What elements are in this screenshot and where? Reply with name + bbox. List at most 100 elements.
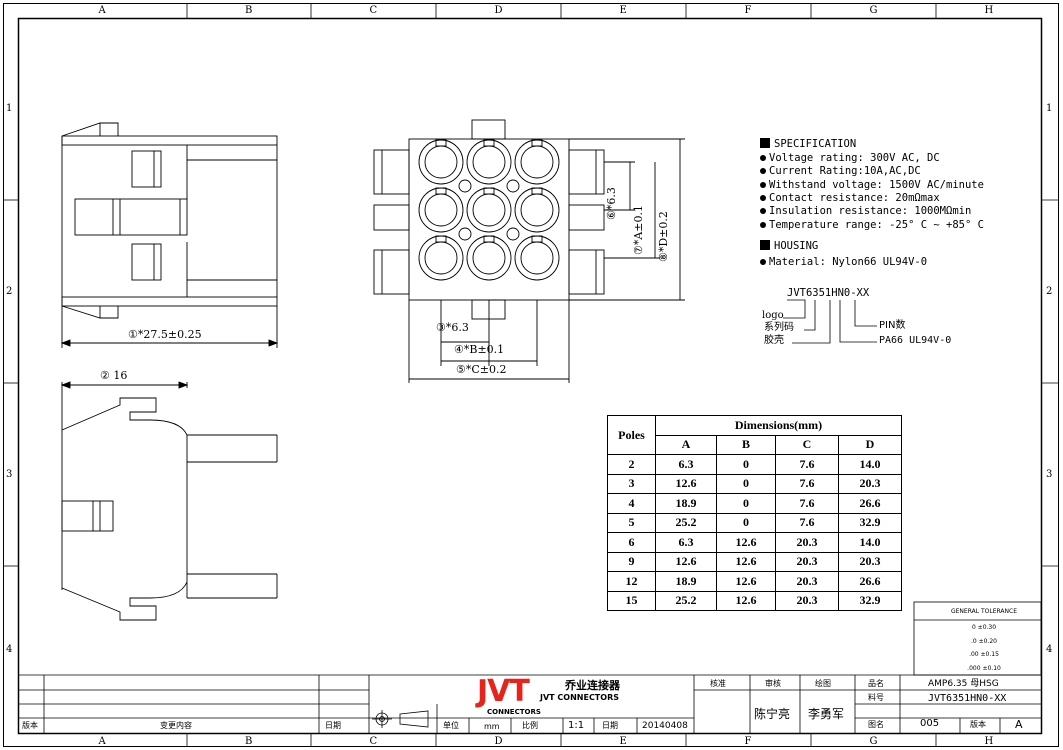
table-cell: 14.0 (838, 454, 902, 475)
part-code-pin: PIN数 (879, 320, 906, 331)
table-cell: 2 (607, 454, 656, 475)
part-code-series: 系列码 (764, 322, 794, 333)
contact-hole (520, 241, 554, 275)
spec-line-text: Current Rating:10A,AC,DC (769, 165, 921, 178)
bullet-icon (760, 168, 766, 175)
contact-hole (514, 139, 560, 185)
housing-title: HOUSING (760, 240, 818, 252)
spec-line-text: Withstand voltage: 1500V AC/minute (769, 178, 984, 191)
housing-box-icon (760, 240, 770, 250)
dim-2-label: ② 16 (100, 369, 128, 382)
contact-hole (520, 193, 554, 227)
table-cell: 20.3 (838, 551, 902, 572)
dims-col-header: D (838, 434, 902, 455)
table-cell: 25.2 (655, 512, 717, 533)
table-cell: 6.3 (655, 454, 717, 475)
dims-header: Dimensions(mm) (655, 415, 902, 436)
front-view (60, 122, 279, 348)
grid-col-D-bot: D (494, 736, 503, 747)
contact-hole (514, 235, 560, 281)
spec-line: Voltage rating: 300V AC, DC (760, 153, 940, 164)
tb-checker: 陈宁亮 (754, 707, 791, 721)
grid-col-H-top: H (984, 5, 994, 16)
table-cell: 7.6 (775, 473, 839, 494)
spec-line-text: Insulation resistance: 1000MΩmin (769, 205, 972, 218)
contact-key (483, 235, 495, 243)
table-cell: 18.9 (655, 571, 717, 592)
contact-hole (520, 145, 554, 179)
tb-unit-value: mm (484, 722, 500, 731)
spec-line-text: Voltage rating: 300V AC, DC (769, 152, 940, 164)
contact-key (435, 139, 447, 147)
bullet-icon (760, 208, 766, 215)
side-view (60, 381, 278, 621)
tb-version-value: A (1015, 718, 1023, 731)
dim-5-label: ⑤*C±0.2 (456, 363, 507, 376)
housing-material: Material: Nylon66 UL94V-0 (760, 257, 927, 268)
tb-date2-label: 日期 (602, 721, 618, 730)
tolerance-line: .00 ±0.15 (969, 651, 999, 658)
housing-material-text: Material: Nylon66 UL94V-0 (769, 256, 928, 268)
table-cell: 20.3 (775, 532, 839, 553)
grid-row-1-R: 1 (1046, 103, 1053, 114)
table-cell: 3 (607, 473, 656, 494)
tb-version-label: 版本 (970, 720, 986, 729)
table-cell: 15 (607, 590, 656, 611)
part-code: JVT6351HN0-XX (787, 287, 870, 299)
brand-logo: JVT (477, 674, 530, 709)
dim-8-label: ⑧*D±0.2 (657, 211, 670, 262)
small-hole (458, 227, 472, 241)
spec-line-text: Temperature range: -25° C ~ +85° C (769, 218, 984, 231)
part-code-logo: logo (762, 310, 784, 321)
contact-key (435, 187, 447, 195)
table-cell: 18.9 (655, 493, 717, 514)
grid-row-1-L: 1 (6, 103, 13, 114)
tb-unit-label: 单位 (443, 721, 459, 730)
contact-hole (418, 235, 464, 281)
spec-line: Temperature range: -25° C ~ +85° C (760, 218, 984, 231)
grid-col-F-bot: F (744, 736, 752, 747)
spec-title-text: SPECIFICATION (774, 138, 857, 150)
part-code-pa66: PA66 UL94V-0 (879, 335, 952, 346)
table-cell: 12.6 (716, 590, 776, 611)
table-cell: 20.3 (838, 473, 902, 494)
contact-key (531, 187, 543, 195)
table-cell: 7.6 (775, 493, 839, 514)
grid-col-C-bot: C (369, 736, 378, 747)
grid-col-F-top: F (744, 5, 752, 16)
contact-key (531, 139, 543, 147)
small-hole (458, 179, 472, 193)
grid-col-B-top: B (245, 5, 253, 16)
tb-part-label: 料号 (868, 693, 884, 702)
tolerance-line: .0 ±0.20 (970, 637, 998, 645)
tb-scale-value: 1:1 (568, 720, 585, 731)
grid-row-4-L: 4 (6, 643, 13, 655)
brand-sub: CONNECTORS (487, 708, 541, 716)
table-cell: 0 (716, 454, 776, 475)
contact-hole (466, 139, 512, 185)
bullet-icon (760, 194, 766, 201)
bullet-icon (760, 259, 766, 265)
grid-row-3-L: 3 (6, 468, 13, 480)
grid-col-A-top: A (98, 5, 106, 16)
contact-hole (472, 145, 506, 179)
table-cell: 25.2 (655, 590, 717, 611)
table-cell: 12.6 (716, 532, 776, 553)
tolerance-line: .000 ±0.10 (967, 664, 1001, 672)
grid-col-D-top: D (494, 5, 503, 16)
contact-hole (424, 193, 458, 227)
spec-line: Contact resistance: 20mΩmax (760, 193, 940, 204)
housing-title-text: HOUSING (774, 240, 819, 252)
tb-check-label: 审核 (765, 679, 781, 688)
contact-hole (418, 187, 464, 233)
table-cell: 12.6 (716, 551, 776, 572)
table-cell: 7.6 (775, 454, 839, 475)
tb-drawer: 李勇军 (808, 707, 845, 721)
table-cell: 20.3 (775, 551, 839, 572)
